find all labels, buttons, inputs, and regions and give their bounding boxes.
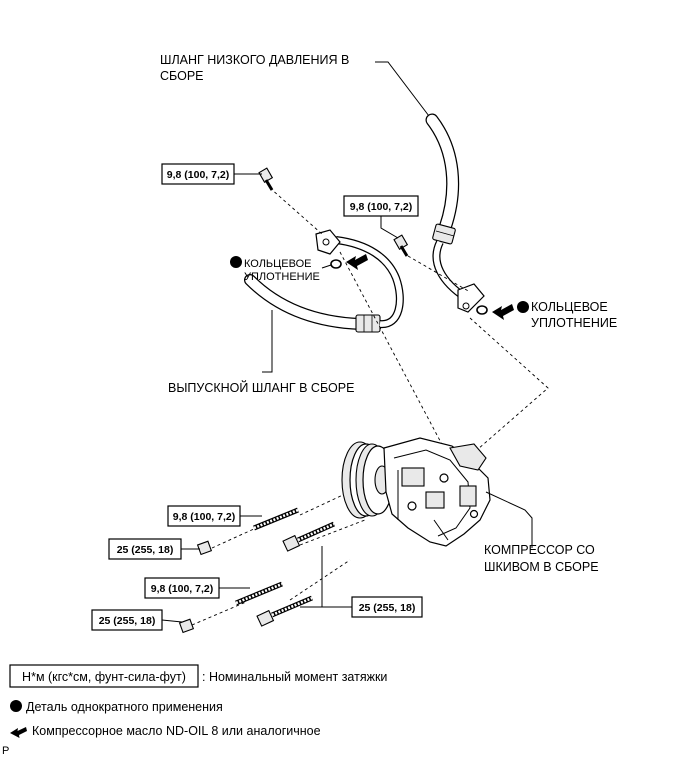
torque-label-bolts-long: 25 (255, 18) (300, 546, 423, 618)
corner-mark: P (2, 745, 9, 757)
label-o-ring-left-2: УПЛОТНЕНИЕ (244, 271, 320, 283)
label-low-pressure-hose: ШЛАНГ НИЗКОГО ДАВЛЕНИЯ В (160, 53, 349, 67)
label-o-ring-right: КОЛЬЦЕВОЕ (531, 300, 608, 314)
torque-value: 9,8 (100, 7,2) (167, 169, 229, 181)
nut-upper-icon (196, 540, 213, 556)
label-low-pressure-hose-2: СБОРЕ (160, 69, 204, 83)
label-discharge-hose: ВЫПУСКНОЙ ШЛАНГ В СБОРЕ (168, 380, 354, 395)
torque-value: 25 (255, 18) (359, 602, 416, 614)
o-ring-left (321, 259, 342, 269)
o-ring-right (476, 305, 488, 315)
label-o-ring-left: КОЛЬЦЕВОЕ (244, 258, 312, 270)
oil-arrow-left-icon (346, 254, 368, 270)
legend-torque-unit-box: Н*м (кгс*см, фунт-сила-фут) (22, 670, 186, 684)
label-compressor-2: ШКИВОМ В СБОРЕ (484, 560, 599, 574)
torque-value: 9,8 (100, 7,2) (173, 511, 235, 523)
bolt-discharge-icon (258, 167, 274, 191)
torque-label-bolt-discharge: 9,8 (100, 7,2) (161, 163, 262, 185)
non-reusable-dot-right (517, 301, 529, 313)
oil-arrow-legend-icon (10, 727, 27, 738)
compressor-with-pulley (341, 437, 533, 548)
stud-lower-icon (235, 581, 283, 606)
torque-label-bolt-suction: 9,8 (100, 7,2) (343, 195, 419, 239)
legend-non-reusable: Деталь однократного применения (26, 700, 223, 714)
torque-label-nut-lower: 25 (255, 18) (91, 609, 183, 631)
torque-value: 25 (255, 18) (117, 544, 174, 556)
stud-upper-icon (253, 507, 299, 531)
bolt-suction-icon (393, 234, 409, 257)
discharge-hose (244, 229, 404, 373)
torque-label-stud-upper: 9,8 (100, 7,2) (167, 505, 262, 527)
torque-label-stud-lower: 9,8 (100, 7,2) (144, 577, 250, 599)
bolt-long-upper-icon (282, 521, 336, 552)
torque-value: 9,8 (100, 7,2) (350, 201, 412, 213)
oil-arrow-right-icon (492, 304, 514, 320)
non-reusable-dot-left (230, 256, 242, 268)
legend-compressor-oil: Компрессорное масло ND-OIL 8 или аналоги… (32, 724, 321, 738)
nut-lower-icon (178, 618, 195, 634)
non-reusable-legend-dot-icon (10, 700, 22, 712)
torque-value: 25 (255, 18) (99, 615, 156, 627)
low-pressure-hose (375, 61, 485, 313)
bolt-long-lower-icon (256, 595, 313, 627)
torque-value: 9,8 (100, 7,2) (151, 583, 213, 595)
torque-label-nut-upper: 25 (255, 18) (108, 538, 200, 560)
legend: Н*м (кгс*см, фунт-сила-фут) : Номинальны… (2, 664, 387, 757)
label-o-ring-right-2: УПЛОТНЕНИЕ (531, 316, 617, 330)
label-compressor: КОМПРЕССОР СО (484, 543, 595, 557)
legend-torque-unit-desc: : Номинальный момент затяжки (202, 670, 387, 684)
